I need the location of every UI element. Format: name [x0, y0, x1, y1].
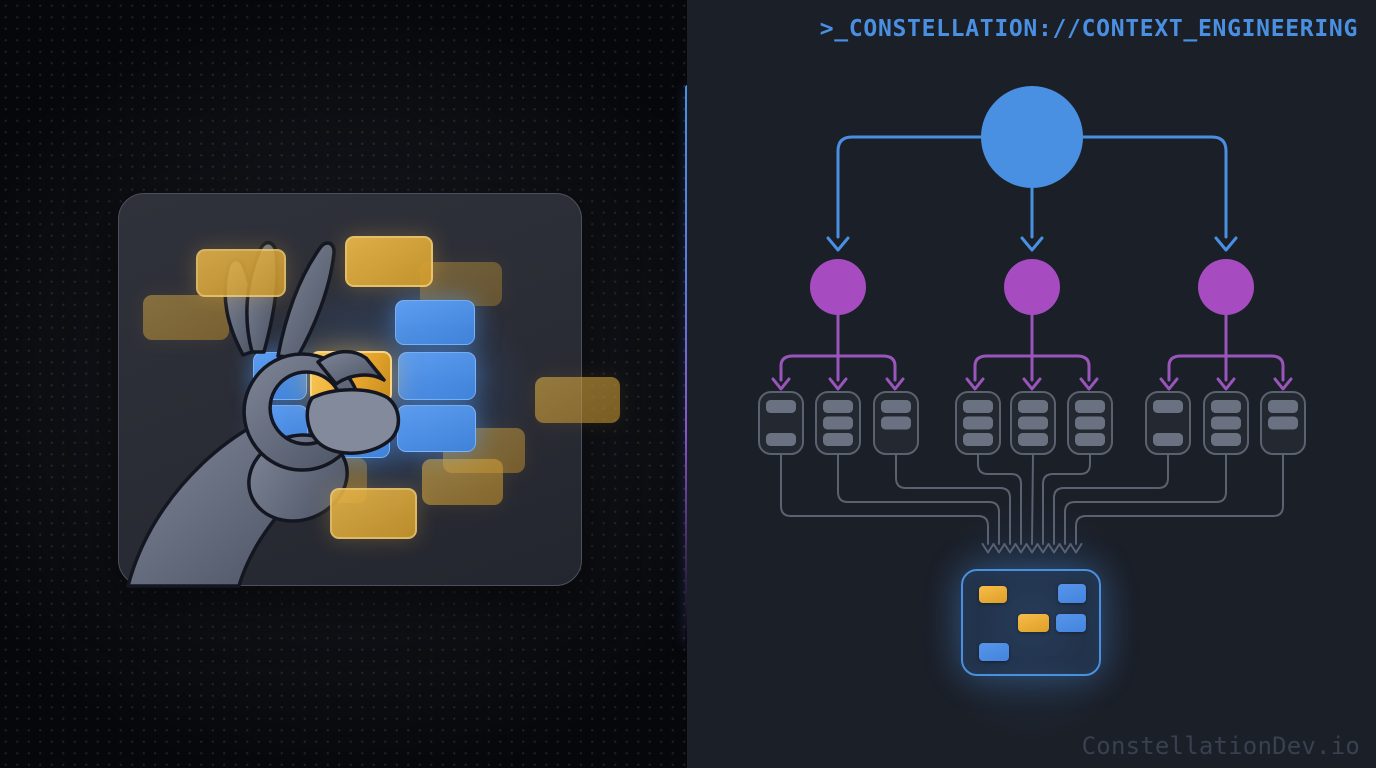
amber-block: [420, 262, 502, 306]
connector-line: [836, 135, 985, 239]
arrowhead: [992, 543, 1006, 554]
branch-node: [1198, 259, 1254, 315]
arrowhead: [1022, 377, 1042, 391]
hand-illustration: [126, 241, 401, 588]
arrowhead: [1014, 543, 1028, 554]
amber-block-bright: [330, 488, 417, 539]
card-bar: [881, 400, 911, 413]
arrowhead: [1036, 543, 1050, 554]
blue-chip: [1056, 614, 1086, 632]
card-bar: [1018, 433, 1048, 446]
amber-block: [535, 377, 620, 423]
connector-line: [1042, 453, 1091, 545]
arrowhead: [1069, 543, 1083, 554]
card-bar: [823, 433, 853, 446]
arrowhead: [1216, 377, 1236, 391]
connector-line: [1031, 453, 1034, 545]
card-bar: [881, 416, 911, 430]
finger-middle: [276, 241, 336, 360]
connector-line: [1064, 453, 1227, 545]
card-bar: [1153, 433, 1183, 446]
amber-block-bright: [196, 249, 286, 297]
blue-block: [397, 405, 476, 452]
arrowhead: [981, 543, 995, 554]
fingertip: [305, 388, 401, 455]
flow-diagram: [758, 86, 1306, 554]
arrowhead: [828, 377, 848, 391]
connector-line: [1079, 135, 1228, 239]
arrowhead: [1058, 543, 1072, 554]
arrowhead: [1079, 377, 1099, 391]
amber-block: [143, 295, 229, 340]
connector-line: [780, 453, 989, 545]
arrowhead: [1020, 236, 1044, 252]
arrowhead: [771, 377, 791, 391]
yellow-chip: [1018, 614, 1049, 632]
card-bar: [1211, 400, 1241, 413]
blue-chip: [979, 643, 1009, 661]
card-bar: [1268, 416, 1298, 430]
card-bar: [1153, 400, 1183, 413]
arrowhead: [1159, 377, 1179, 391]
connector-line: [1053, 453, 1169, 545]
watermark: ConstellationDev.io: [1081, 732, 1360, 760]
connector-line: [895, 453, 1011, 545]
blue-block: [395, 300, 475, 345]
card-bar: [1018, 400, 1048, 413]
arrowhead: [1214, 236, 1238, 252]
card-bar: [823, 416, 853, 430]
amber-block-bright: [345, 236, 433, 287]
arrowhead: [1003, 543, 1017, 554]
arrowhead: [826, 236, 850, 252]
card-bar: [1268, 400, 1298, 413]
connector-line: [977, 453, 1022, 545]
connector-line: [779, 354, 897, 382]
page-title: >_CONSTELLATION://CONTEXT_ENGINEERING: [819, 16, 1358, 42]
card-bar: [1018, 416, 1048, 430]
arrowhead: [885, 377, 905, 391]
connector-line: [837, 453, 1000, 545]
amber-block: [422, 459, 503, 505]
root-node: [981, 86, 1083, 188]
card-bar: [1075, 433, 1105, 446]
card-bar: [823, 400, 853, 413]
card-bar: [1211, 416, 1241, 430]
connector-line: [1075, 453, 1284, 545]
card-bar: [963, 400, 993, 413]
index-finger-edge: [316, 349, 386, 386]
card-bar: [963, 433, 993, 446]
card-bar: [766, 400, 796, 413]
yellow-chip: [979, 586, 1007, 603]
card-bar: [766, 433, 796, 446]
connector-line: [973, 354, 1091, 382]
card-bar: [1211, 433, 1241, 446]
branch-node: [1004, 259, 1060, 315]
branch-node: [810, 259, 866, 315]
blue-chip: [1058, 584, 1086, 603]
connector-line: [1167, 354, 1285, 382]
card-bar: [1075, 416, 1105, 430]
blue-block: [398, 352, 476, 400]
card-bar: [963, 416, 993, 430]
arrowhead: [1047, 543, 1061, 554]
arrowhead: [965, 377, 985, 391]
arrowhead: [1273, 377, 1293, 391]
arrowhead: [1025, 543, 1039, 554]
card-bar: [1075, 400, 1105, 413]
